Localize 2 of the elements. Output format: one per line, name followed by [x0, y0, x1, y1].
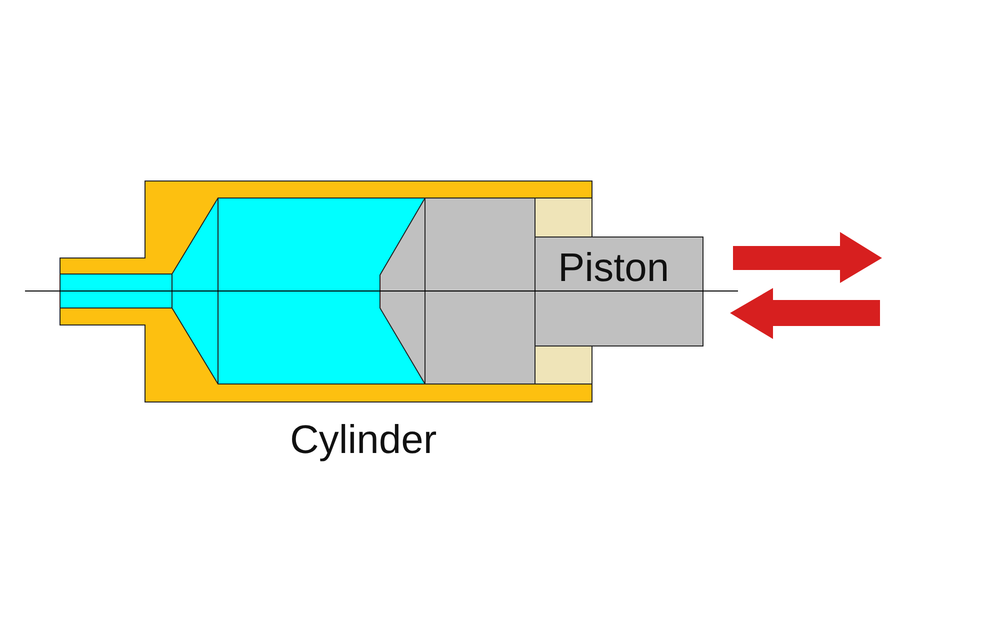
cylinder-label: Cylinder	[290, 420, 437, 460]
piston-label: Piston	[558, 248, 670, 288]
